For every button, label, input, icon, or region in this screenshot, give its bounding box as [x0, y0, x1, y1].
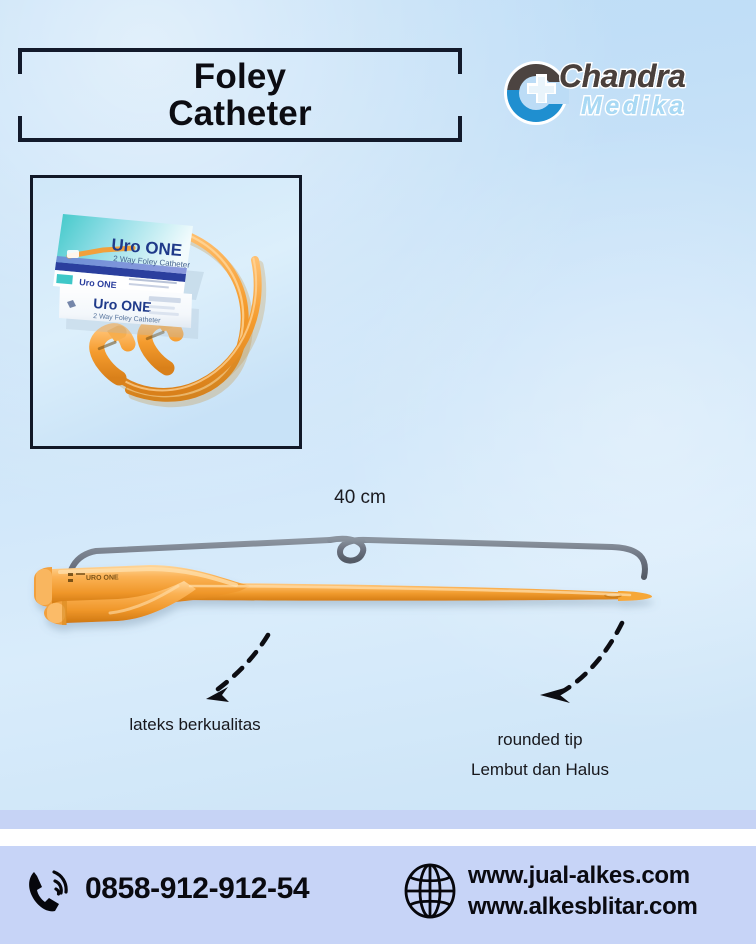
- divider-band-white: [0, 829, 756, 846]
- divider-band-blue: [0, 810, 756, 829]
- product-photo-frame: Uro ONE Uro ONE 2 Way Foley Catheter Uro…: [30, 175, 302, 449]
- brand-wordmark: Chandra Chandra Medika Medika: [557, 56, 731, 134]
- brand-primary: Chandra: [559, 58, 686, 94]
- svg-text:Uro ONE: Uro ONE: [93, 295, 152, 315]
- callout-arrow-left: [211, 632, 271, 695]
- arrowhead-right: [540, 687, 570, 703]
- callout-arrow-right: [557, 620, 625, 696]
- arrowhead-left: [206, 687, 229, 702]
- callout-left-label: lateks berkualitas: [129, 715, 261, 734]
- callout-right-label: rounded tip Lembut dan Halus: [405, 725, 675, 786]
- catheter-diagram: URO ONE: [34, 535, 652, 703]
- globe-icon: [404, 863, 456, 919]
- page-title: Foley Catheter: [18, 48, 462, 142]
- catheter-body: [34, 565, 652, 625]
- website-links: www.jual-alkes.com www.alkesblitar.com: [468, 861, 698, 922]
- brand-primary-outline: Chandra: [557, 57, 687, 96]
- website-link-2[interactable]: www.alkesblitar.com: [468, 892, 698, 920]
- svg-text:URO ONE: URO ONE: [86, 574, 119, 582]
- callout-right-line-2: Lembut dan Halus: [471, 760, 609, 780]
- footer-bar: [0, 846, 756, 944]
- brand-secondary: Medika: [581, 92, 687, 120]
- brand-logo: Chandra Chandra Medika Medika: [503, 56, 729, 134]
- title-line-2: Catheter: [168, 94, 312, 133]
- product-photo: Uro ONE Uro ONE 2 Way Foley Catheter Uro…: [33, 178, 299, 446]
- callout-right-line-1: rounded tip: [497, 730, 583, 749]
- svg-text:2 Way Foley Catheter: 2 Way Foley Catheter: [93, 313, 161, 325]
- catheter-print: URO ONE: [68, 573, 119, 582]
- medical-cross-c-icon: [504, 61, 569, 125]
- phone-number[interactable]: 0858-912-912-54: [85, 872, 310, 905]
- title-frame: [18, 48, 462, 142]
- phone-call-icon: [29, 870, 68, 912]
- brand-secondary-outline: Medika: [580, 91, 687, 122]
- title-line-1: Foley: [193, 56, 287, 96]
- measure-label: 40 cm: [334, 487, 386, 508]
- website-link-1[interactable]: www.jual-alkes.com: [468, 862, 690, 889]
